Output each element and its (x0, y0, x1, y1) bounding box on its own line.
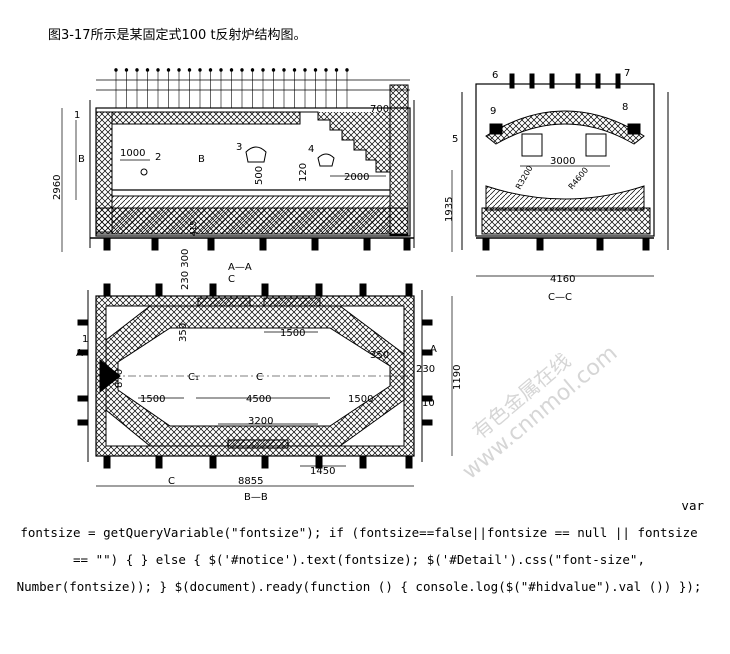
section-bb-view (77, 283, 453, 487)
dim-1500-right: 1500 (348, 394, 373, 405)
label-1-plan: 1 (82, 334, 88, 345)
label-a-right: A (430, 344, 437, 355)
dim-870: 870 (114, 369, 125, 388)
leaked-script-text: var fontsize = getQueryVariable("fontsiz… (14, 492, 704, 600)
dim-350-left: 350 (178, 323, 189, 342)
label-c-center: C (256, 372, 263, 383)
dim-1000: 1000 (120, 148, 145, 159)
label-6: 6 (492, 70, 498, 81)
code-line-2: fontsize = getQueryVariable("fontsize");… (20, 525, 630, 540)
label-3: 3 (236, 142, 242, 153)
dim-r4600: R4600 (567, 166, 591, 192)
dim-1450: 1450 (310, 466, 335, 477)
dim-3200: 3200 (248, 416, 273, 427)
watermark: 有色金属在线 www.cnnmol.com (458, 341, 623, 485)
label-10: 10 (422, 398, 435, 409)
dim-3000: 3000 (550, 156, 575, 167)
code-line-3: fontsize == "") { } else { $('#notice').… (73, 525, 698, 567)
label-5: 5 (452, 134, 458, 145)
dim-1500-top: 1500 (280, 328, 305, 339)
dim-r3200: R3200 (514, 164, 535, 191)
section-label-aa: A—A (228, 262, 252, 273)
section-bb-labels: C 350 1500 1 A 870 C₁ C 1500 4500 3200 1… (76, 274, 463, 500)
section-label-bb: B—B (244, 492, 268, 500)
label-b-mid: B (198, 154, 205, 165)
label-a-left: A (76, 348, 83, 359)
section-label-cc: C—C (548, 292, 572, 303)
dim-230: 230 (416, 364, 435, 375)
dim-350-right: 350 (370, 350, 389, 361)
label-2: 2 (155, 152, 161, 163)
dim-415: 415 (189, 221, 198, 236)
furnace-structure-drawing: 700 1000 2 B B 3 4 500 120 2000 2960 1 4… (52, 68, 669, 500)
dim-2000: 2000 (344, 172, 369, 183)
label-b-left: B (78, 154, 85, 165)
dim-4160: 4160 (550, 274, 575, 285)
section-cc-labels: 6 7 9 8 5 3000 R3200 R4600 1935 4160 C—C (444, 68, 630, 303)
label-c-top: C (228, 274, 235, 285)
dim-1190: 1190 (452, 365, 463, 390)
dim-2960: 2960 (52, 175, 63, 200)
dim-4500: 4500 (246, 394, 271, 405)
dim-230-300: 230 300 (180, 249, 191, 290)
top-rods (96, 79, 410, 91)
section-aa-view (61, 68, 415, 252)
label-c1: C₁ (188, 372, 199, 383)
dim-500: 500 (254, 166, 265, 185)
figure-caption: 图3-17所示是某固定式100 t反射炉结构图。 (48, 28, 307, 43)
label-4: 4 (308, 144, 314, 155)
dim-1935: 1935 (444, 197, 455, 222)
dim-1500-left: 1500 (140, 394, 165, 405)
label-7: 7 (624, 68, 630, 79)
label-1: 1 (74, 110, 80, 121)
section-cc-view (451, 73, 669, 277)
dim-120: 120 (298, 163, 309, 182)
label-8: 8 (622, 102, 628, 113)
dim-8855: 8855 (238, 476, 263, 487)
code-line-5: ()) }); (648, 579, 702, 594)
label-c-bottom: C (168, 476, 175, 487)
code-line-4: Number(fontsize)); } $(document).ready(f… (16, 579, 642, 594)
dim-700: 700 (370, 104, 389, 115)
label-9: 9 (490, 106, 496, 117)
code-line-1: var (681, 498, 704, 513)
section-aa-labels: 700 1000 2 B B 3 4 500 120 2000 2960 1 4… (52, 104, 389, 290)
